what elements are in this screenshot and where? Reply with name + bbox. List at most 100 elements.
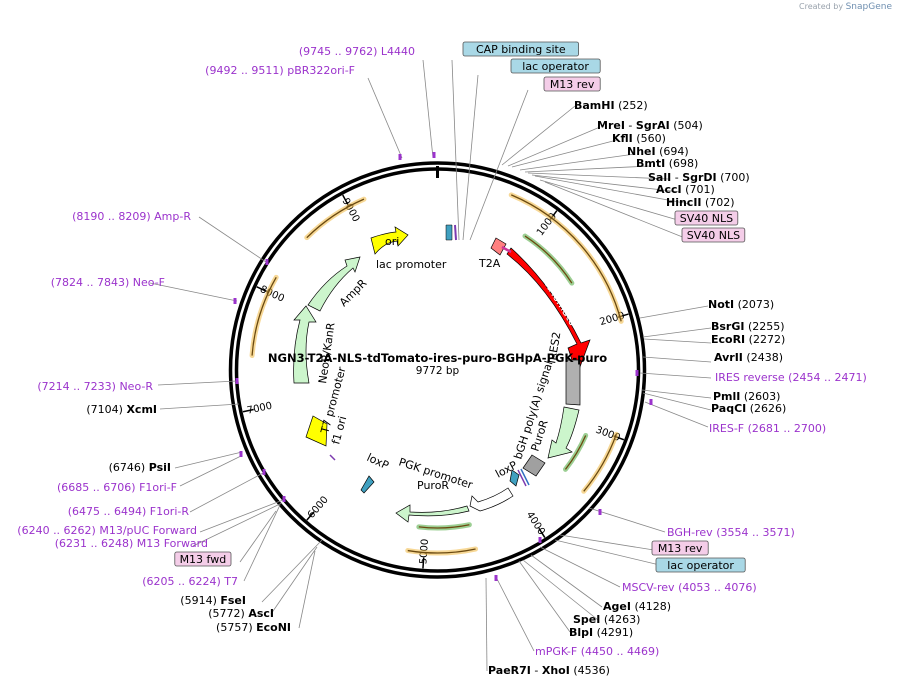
site-name: PaeR7I bbox=[488, 664, 531, 677]
feature-label-text: CAP binding site bbox=[476, 43, 566, 56]
feature-ires2[interactable]: IRES2 bbox=[545, 331, 581, 406]
map-label[interactable]: (5772) AscI bbox=[208, 607, 274, 620]
map-label[interactable]: (5757) EcoNI bbox=[216, 621, 291, 634]
map-label[interactable]: SalI - SgrDI (700) bbox=[648, 171, 750, 184]
tick-mark bbox=[306, 511, 315, 521]
map-label[interactable]: NotI (2073) bbox=[708, 298, 774, 311]
map-label[interactable]: AgeI (4128) bbox=[603, 600, 671, 613]
map-label[interactable]: SpeI (4263) bbox=[573, 613, 640, 626]
feature-label-box[interactable] bbox=[651, 540, 709, 556]
site-name: XcmI bbox=[126, 403, 157, 416]
feature-label-box[interactable] bbox=[174, 551, 232, 567]
map-label[interactable]: BlpI (4291) bbox=[569, 626, 633, 639]
map-label[interactable]: NheI (694) bbox=[627, 145, 689, 158]
map-label[interactable]: IRES-F (2681 .. 2700) bbox=[709, 422, 826, 435]
feature-label-box[interactable] bbox=[462, 41, 579, 57]
map-label[interactable]: (5914) FseI bbox=[180, 594, 246, 607]
leader-line bbox=[451, 59, 460, 241]
site-name: AscI bbox=[248, 607, 274, 620]
leader-line bbox=[531, 174, 681, 193]
site-position: (4291) bbox=[597, 626, 634, 639]
map-label[interactable]: HincII (702) bbox=[666, 196, 735, 209]
leader-line bbox=[539, 179, 689, 224]
map-label[interactable]: (9492 .. 9511) pBR322ori-F bbox=[205, 64, 355, 77]
map-label[interactable]: PaqCI (2626) bbox=[711, 402, 786, 415]
site-position: (560) bbox=[636, 132, 666, 145]
map-label[interactable]: (6240 .. 6262) M13/pUC Forward bbox=[17, 524, 197, 537]
map-label[interactable]: MreI - SgrAI (504) bbox=[597, 119, 703, 132]
leader-line bbox=[639, 305, 709, 319]
site-name: SpeI bbox=[573, 613, 600, 626]
primer-position: (2681 .. 2700) bbox=[748, 422, 827, 435]
primer-name: F1ori-F bbox=[139, 481, 177, 494]
neor-translation-arc-line bbox=[251, 277, 277, 356]
site-name: BmtI bbox=[636, 157, 665, 170]
tdtomato-label: tdTomato bbox=[541, 278, 579, 329]
leader-line bbox=[522, 559, 599, 621]
map-label[interactable]: (6475 .. 6494) F1ori-R bbox=[68, 505, 190, 518]
feature-ori[interactable]: ori bbox=[370, 226, 409, 255]
map-label[interactable]: (8190 .. 8209) Amp-R bbox=[72, 210, 191, 223]
map-label[interactable]: EcoRI (2272) bbox=[711, 333, 785, 346]
leader-line bbox=[554, 539, 669, 568]
feature-label-box[interactable] bbox=[510, 58, 601, 74]
map-label[interactable]: IRES reverse (2454 .. 2471) bbox=[715, 371, 867, 384]
leader-line bbox=[642, 327, 712, 338]
map-label[interactable]: (6205 .. 6224) T7 bbox=[142, 575, 238, 588]
site-name: NotI bbox=[708, 298, 734, 311]
feature-bgh-polya[interactable] bbox=[522, 454, 546, 477]
leader-line bbox=[192, 502, 283, 547]
primer-name: Amp-R bbox=[154, 210, 191, 223]
site-name: AccI bbox=[656, 183, 682, 196]
site-position: (504) bbox=[673, 119, 703, 132]
primer-site-marker bbox=[282, 496, 286, 502]
site-position: (2603) bbox=[744, 390, 781, 403]
feature-loxp-2[interactable]: loxP bbox=[360, 451, 391, 494]
feature-ampr[interactable]: AmpR bbox=[307, 256, 370, 312]
feature-lac-promoter[interactable]: lac promoter bbox=[376, 224, 457, 271]
map-label[interactable]: (6685 .. 6706) F1ori-F bbox=[57, 481, 177, 494]
map-label[interactable]: (7214 .. 7233) Neo-R bbox=[37, 380, 153, 393]
map-label[interactable]: (9745 .. 9762) L4440 bbox=[299, 45, 415, 58]
backbone-outer-ring bbox=[228, 161, 647, 579]
tdtomato-translation-arc-line bbox=[511, 194, 622, 322]
leader-line bbox=[507, 126, 601, 167]
feature-label-box[interactable] bbox=[681, 227, 746, 243]
map-label[interactable]: (7824 .. 7843) Neo-F bbox=[51, 276, 165, 289]
map-label[interactable]: BmtI (698) bbox=[636, 157, 698, 170]
map-label[interactable]: (6746) PsiI bbox=[109, 461, 171, 474]
tick-label: 7000 bbox=[246, 401, 273, 417]
site-name: BamHI bbox=[574, 99, 615, 112]
map-label[interactable]: KflI (560) bbox=[612, 132, 666, 145]
map-label[interactable]: PaeR7I - XhoI (4536) bbox=[488, 664, 610, 677]
primer-position: (3554 .. 3571) bbox=[716, 526, 795, 539]
feature-t2a[interactable]: T2A bbox=[478, 237, 512, 270]
tick-mark bbox=[538, 527, 546, 538]
puror2-translation-arc-line bbox=[407, 548, 476, 554]
leader-line bbox=[261, 539, 323, 603]
map-label[interactable]: mPGK-F (4450 .. 4469) bbox=[535, 645, 659, 658]
leader-line bbox=[644, 401, 709, 428]
primer-name: T7 bbox=[223, 575, 238, 588]
map-label[interactable]: MSCV-rev (4053 .. 4076) bbox=[622, 581, 757, 594]
feature-label-box[interactable] bbox=[543, 76, 601, 92]
feature-neor-kanr[interactable]: NeoR/KanR bbox=[293, 305, 338, 384]
map-label[interactable]: BamHI (252) bbox=[574, 99, 648, 112]
leader-line bbox=[534, 175, 691, 205]
feature-pgk-promoter[interactable]: PGK promoter bbox=[397, 455, 514, 512]
map-label[interactable]: BsrGI (2255) bbox=[711, 320, 785, 333]
map-label[interactable]: BGH-rev (3554 .. 3571) bbox=[667, 526, 795, 539]
site-name: KflI bbox=[612, 132, 633, 145]
feature-loxp-1[interactable]: loxP bbox=[493, 458, 530, 487]
site-name: PaqCI bbox=[711, 402, 746, 415]
map-label[interactable]: AvrII (2438) bbox=[714, 351, 783, 364]
feature-label-box[interactable] bbox=[674, 210, 739, 226]
feature-puror-2[interactable]: PuroR bbox=[395, 479, 470, 523]
map-label[interactable]: PmlI (2603) bbox=[713, 390, 780, 403]
map-label[interactable]: (6231 .. 6248) M13 Forward bbox=[55, 537, 208, 550]
primer-position: (6231 .. 6248) bbox=[55, 537, 134, 550]
feature-label-box[interactable] bbox=[655, 557, 746, 573]
primer-position: (9745 .. 9762) bbox=[299, 45, 378, 58]
map-label[interactable]: (7104) XcmI bbox=[86, 403, 157, 416]
map-label[interactable]: AccI (701) bbox=[656, 183, 715, 196]
